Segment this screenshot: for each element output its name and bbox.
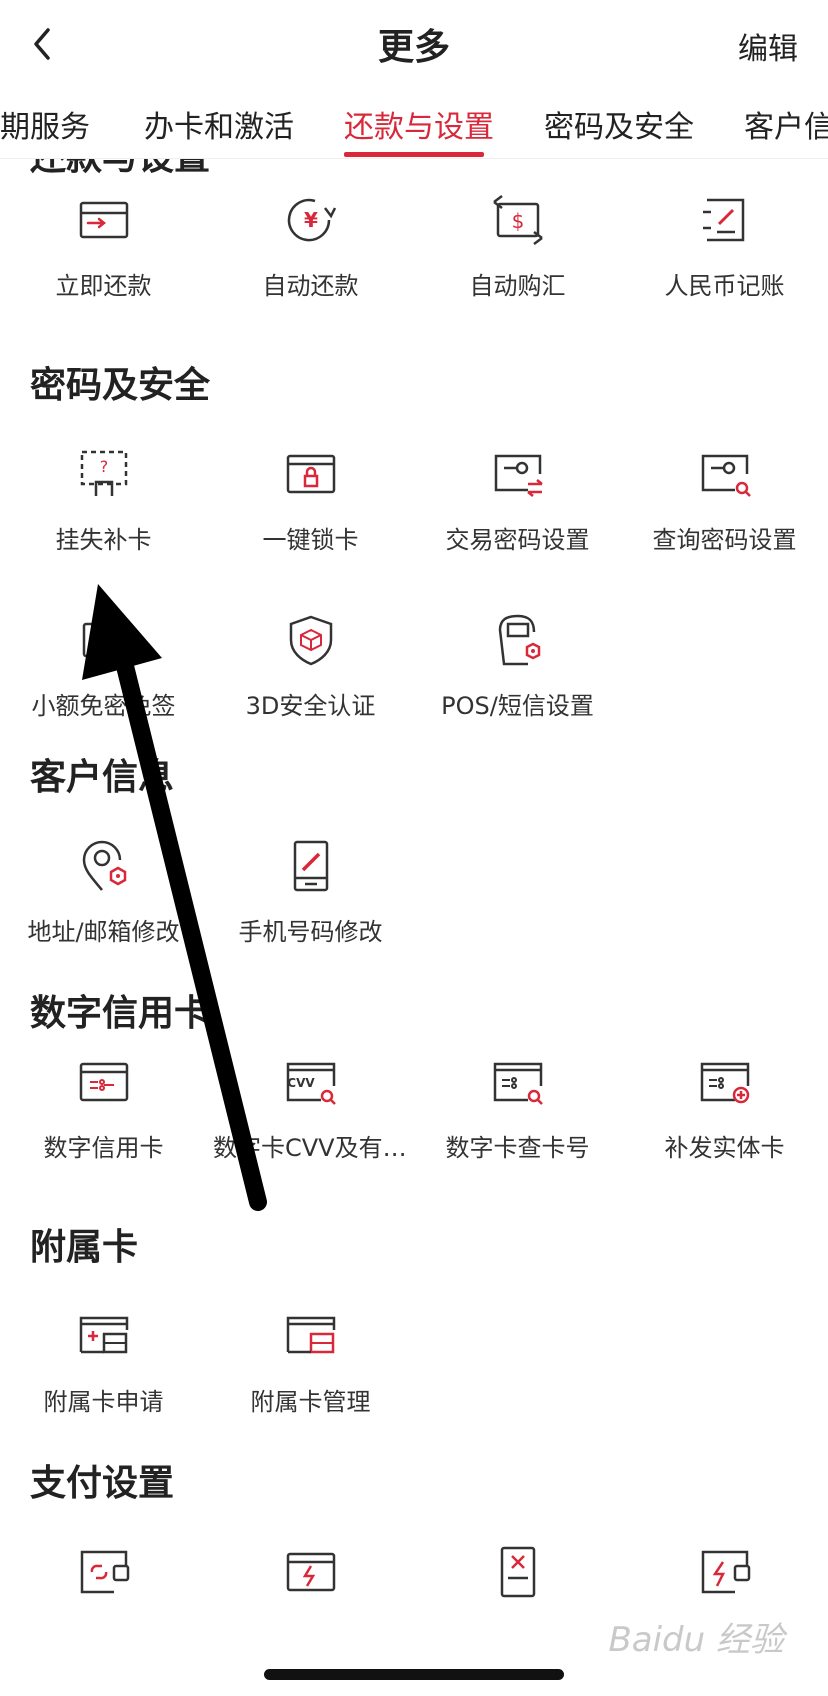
service-item-phone-edit[interactable]: 手机号码修改	[207, 836, 414, 986]
service-item-payment-4[interactable]	[621, 1542, 828, 1692]
service-item-3d-secure[interactable]: 3D安全认证	[207, 610, 414, 760]
chevron-left-icon	[34, 28, 50, 60]
pay-cancel-icon	[414, 1542, 621, 1606]
service-label: 自动还款	[262, 272, 359, 300]
service-item-digital-card[interactable]: 数字信用卡	[0, 1052, 207, 1202]
service-item-payment-3[interactable]	[414, 1542, 621, 1692]
service-label: 小额免密免签	[31, 692, 176, 720]
service-label: 地址/邮箱修改	[27, 918, 180, 946]
exchange-icon: $	[414, 190, 621, 254]
small-amount-icon: ¥	[0, 610, 207, 674]
tab-apply-activate[interactable]: 办卡和激活	[144, 110, 294, 145]
service-label: 查询密码设置	[652, 526, 797, 554]
service-item-auto-repay[interactable]: ¥ 自动还款	[207, 190, 414, 340]
service-label: 一键锁卡	[262, 526, 359, 554]
service-item-trade-password[interactable]: 交易密码设置	[414, 444, 621, 594]
cvv-icon: CVV	[207, 1052, 414, 1116]
report-loss-icon: ?	[0, 444, 207, 508]
header: 更多 编辑	[0, 0, 828, 92]
service-item-cvv-expiry[interactable]: CVV 数字卡CVV及有效期	[207, 1052, 414, 1202]
shield-3d-icon	[207, 610, 414, 674]
card-number-icon	[414, 1052, 621, 1116]
query-password-icon	[621, 444, 828, 508]
service-item-repay-now[interactable]: 立即还款	[0, 190, 207, 340]
payment-link-icon	[0, 1542, 207, 1606]
service-label: 交易密码设置	[445, 526, 590, 554]
service-item-pos-sms[interactable]: POS/短信设置	[414, 610, 621, 760]
service-label: POS/短信设置	[441, 692, 594, 720]
service-item-lock-card[interactable]: 一键锁卡	[207, 444, 414, 594]
tab-repayment-settings[interactable]: 还款与设置	[344, 110, 494, 145]
card-repay-icon	[0, 190, 207, 254]
svg-text:¥: ¥	[304, 208, 318, 232]
service-label: 数字卡CVV及有效期	[213, 1134, 414, 1162]
service-label: 挂失补卡	[55, 526, 152, 554]
service-label: 手机号码修改	[238, 918, 383, 946]
service-label: 数字卡查卡号	[445, 1134, 590, 1162]
edit-button[interactable]: 编辑	[738, 32, 798, 67]
back-button[interactable]	[18, 18, 66, 70]
tab-password-security[interactable]: 密码及安全	[544, 110, 694, 145]
service-item-payment-2[interactable]	[207, 1542, 414, 1692]
service-item-address-email[interactable]: 地址/邮箱修改	[0, 836, 207, 986]
service-item-card-number[interactable]: 数字卡查卡号	[414, 1052, 621, 1202]
service-label: 立即还款	[55, 272, 152, 300]
watermark: Baidu 经验	[608, 1620, 784, 1660]
service-item-query-password[interactable]: 查询密码设置	[621, 444, 828, 594]
service-list[interactable]: 还款与设置 立即还款 ¥ 自动还款 $ 自动购汇 人民币记账 密码及安全 ? 挂…	[0, 158, 828, 1696]
service-label: 附属卡管理	[250, 1388, 371, 1416]
quick-pay-icon	[207, 1542, 414, 1606]
home-indicator[interactable]	[264, 1669, 564, 1680]
service-label: 数字信用卡	[43, 1134, 164, 1162]
service-item-report-loss[interactable]: ? 挂失补卡	[0, 444, 207, 594]
flash-pay-icon	[621, 1542, 828, 1606]
service-item-sub-card-manage[interactable]: 附属卡管理	[207, 1306, 414, 1456]
sub-card-manage-icon	[207, 1306, 414, 1370]
svg-text:¥: ¥	[98, 631, 108, 650]
service-item-payment-1[interactable]	[0, 1542, 207, 1692]
service-item-rmb-ledger[interactable]: 人民币记账	[621, 190, 828, 340]
address-icon	[0, 836, 207, 900]
tab-installment-services[interactable]: 期服务	[0, 110, 90, 145]
section-title-password-security: 密码及安全	[30, 365, 211, 406]
auto-repay-icon: ¥	[207, 190, 414, 254]
tab-customer-info[interactable]: 客户信	[744, 110, 828, 145]
phone-edit-icon	[207, 836, 414, 900]
service-item-auto-exchange[interactable]: $ 自动购汇	[414, 190, 621, 340]
service-label: 人民币记账	[664, 272, 785, 300]
lock-card-icon	[207, 444, 414, 508]
section-title-repayment: 还款与设置	[30, 158, 210, 180]
svg-text:CVV: CVV	[287, 1076, 315, 1090]
service-label: 附属卡申请	[43, 1388, 164, 1416]
svg-text:?: ?	[99, 457, 108, 476]
digital-card-icon	[0, 1052, 207, 1116]
sub-card-apply-icon	[0, 1306, 207, 1370]
service-item-small-amount[interactable]: ¥ 小额免密免签	[0, 610, 207, 760]
section-title-customer-info: 客户信息	[30, 757, 175, 798]
section-title-digital-card: 数字信用卡	[30, 993, 211, 1034]
category-tabs: 期服务 办卡和激活 还款与设置 密码及安全 客户信	[0, 92, 828, 159]
service-label: 自动购汇	[469, 272, 566, 300]
active-tab-indicator	[344, 152, 484, 157]
trade-password-icon	[414, 444, 621, 508]
ledger-icon	[621, 190, 828, 254]
page-title: 更多	[377, 27, 450, 68]
section-title-payment-settings: 支付设置	[30, 1463, 175, 1504]
service-item-reissue-card[interactable]: 补发实体卡	[621, 1052, 828, 1202]
reissue-card-icon	[621, 1052, 828, 1116]
service-label: 补发实体卡	[664, 1134, 785, 1162]
service-item-sub-card-apply[interactable]: 附属卡申请	[0, 1306, 207, 1456]
pos-settings-icon	[414, 610, 621, 674]
svg-text:$: $	[511, 209, 524, 233]
section-title-sub-card: 附属卡	[30, 1227, 139, 1268]
service-label: 3D安全认证	[245, 692, 376, 720]
